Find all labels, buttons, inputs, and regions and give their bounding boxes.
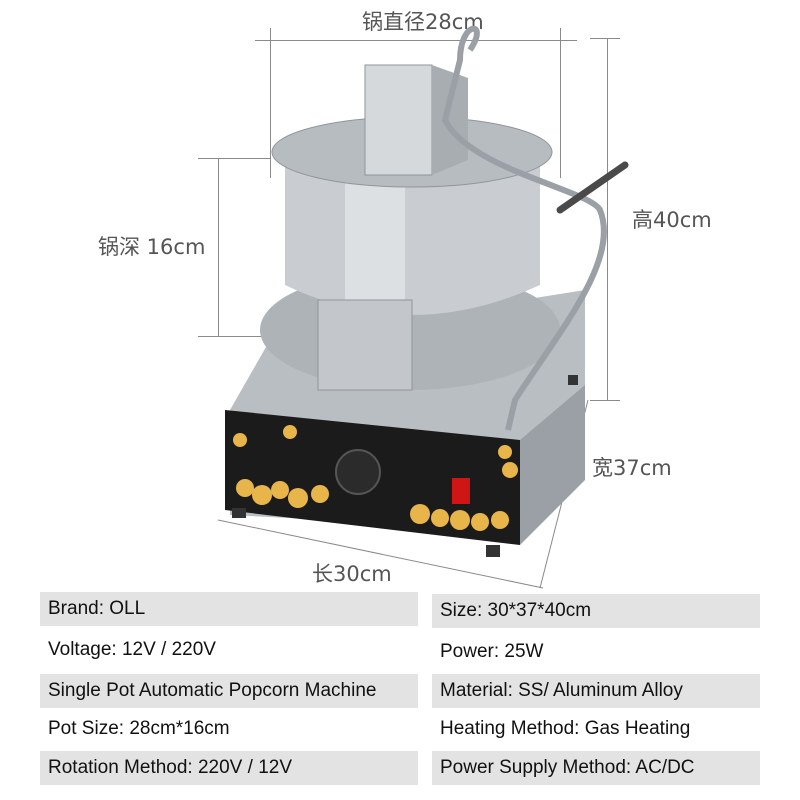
height-label: 高40cm xyxy=(632,208,712,232)
spec-size: Size: 30*37*40cm xyxy=(432,594,760,628)
spec-voltage: Voltage: 12V / 220V xyxy=(48,639,216,660)
gas-hose xyxy=(441,25,607,431)
popcorn-machine-image xyxy=(217,25,629,589)
spec-brand: Brand: OLL xyxy=(40,592,418,626)
length-label: 长30cm xyxy=(312,562,392,586)
diameter-line xyxy=(255,40,577,41)
handle xyxy=(556,161,629,214)
height-tick-bottom xyxy=(590,400,620,401)
spec-power-supply: Power Supply Method: AC/DC xyxy=(432,751,760,785)
diameter-tick-right xyxy=(560,28,561,178)
spec-product-type: Single Pot Automatic Popcorn Machine xyxy=(40,674,418,708)
pot-depth-label: 锅深 16cm xyxy=(98,235,206,259)
diameter-tick-left xyxy=(270,28,271,178)
pot-body xyxy=(285,165,540,315)
height-tick-top xyxy=(590,38,620,39)
motor-housing xyxy=(364,64,433,176)
spec-rotation: Rotation Method: 220V / 12V xyxy=(40,751,418,785)
spec-power: Power: 25W xyxy=(440,641,544,662)
spec-material: Material: SS/ Aluminum Alloy xyxy=(432,674,760,708)
side-panel xyxy=(520,385,585,545)
gas-knob-icon xyxy=(335,449,381,495)
depth-line-top xyxy=(198,158,270,159)
power-switch-icon xyxy=(452,478,470,504)
height-vertical xyxy=(607,38,608,400)
depth-line-bottom xyxy=(198,336,270,337)
pot-diameter-label: 锅直径28cm xyxy=(362,10,484,34)
width-label: 宽37cm xyxy=(592,456,672,480)
spec-pot-size: Pot Size: 28cm*16cm xyxy=(48,718,230,739)
spec-heating: Heating Method: Gas Heating xyxy=(440,718,691,739)
depth-vertical xyxy=(218,158,219,336)
